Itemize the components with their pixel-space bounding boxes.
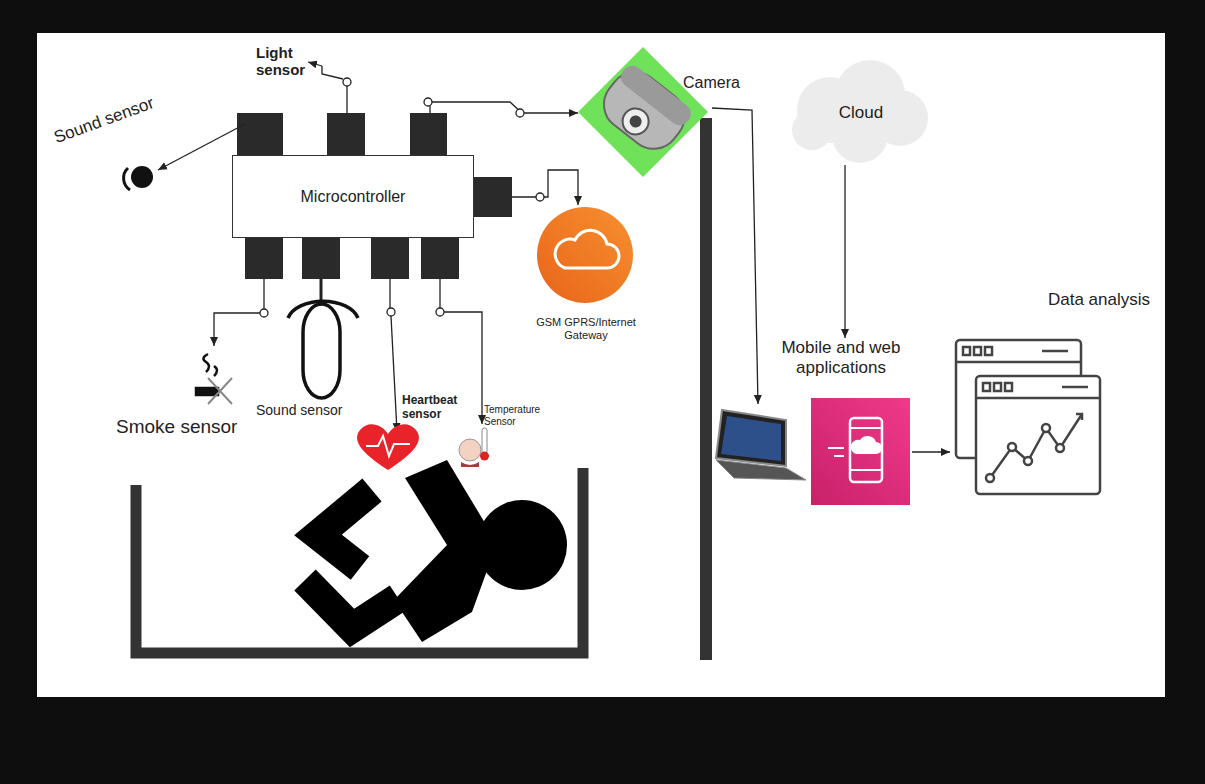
gateway-node: GSM GPRS/Internet Gateway: [528, 205, 644, 342]
camera-icon: [578, 47, 708, 177]
camera-pole: [700, 118, 712, 660]
mobile-app-node: Mobile and web applications: [770, 338, 912, 506]
sensor-wires: [158, 62, 544, 432]
node-label: Camera: [683, 73, 740, 92]
smoke-sensor-icon: [196, 354, 232, 404]
sound-sensor-icon: [124, 166, 153, 190]
sensor-label: Heartbeat sensor: [402, 394, 468, 422]
cloud-node: Cloud: [790, 62, 932, 165]
node-label: GSM GPRS/Internet Gateway: [530, 316, 642, 342]
sensor-label: Smoke sensor: [116, 416, 256, 438]
connector-arrow: [844, 165, 845, 338]
node-label: Cloud: [839, 103, 883, 123]
laptop-icon: [716, 410, 806, 480]
node-label: Mobile and web applications: [775, 338, 907, 379]
baby-icon: [305, 460, 567, 642]
sensor-label: Light sensor: [256, 44, 320, 79]
sensor-label: Temperature Sensor: [484, 404, 552, 427]
connector-arrow: [912, 451, 950, 452]
dashboard-icon: [956, 340, 1100, 494]
sound-sensor-mic: [288, 301, 358, 398]
cloud-shape: [792, 60, 928, 163]
microcontroller-box: Microcontroller: [232, 155, 474, 238]
gateway-icon: [537, 207, 633, 303]
data-analysis-node: Data analysis: [950, 290, 1150, 495]
mobile-app-icon: [811, 398, 910, 505]
node-label: Microcontroller: [301, 187, 406, 206]
crib-outline: [136, 468, 583, 653]
camera-to-laptop-wire: [712, 108, 758, 404]
node-label: Data analysis: [1048, 290, 1150, 310]
sensor-label: Sound sensor: [256, 402, 366, 418]
connector-arrow: [430, 102, 578, 155]
heart-icon: [357, 424, 419, 470]
temperature-icon: [459, 428, 489, 467]
camera-node: Camera: [578, 45, 758, 180]
